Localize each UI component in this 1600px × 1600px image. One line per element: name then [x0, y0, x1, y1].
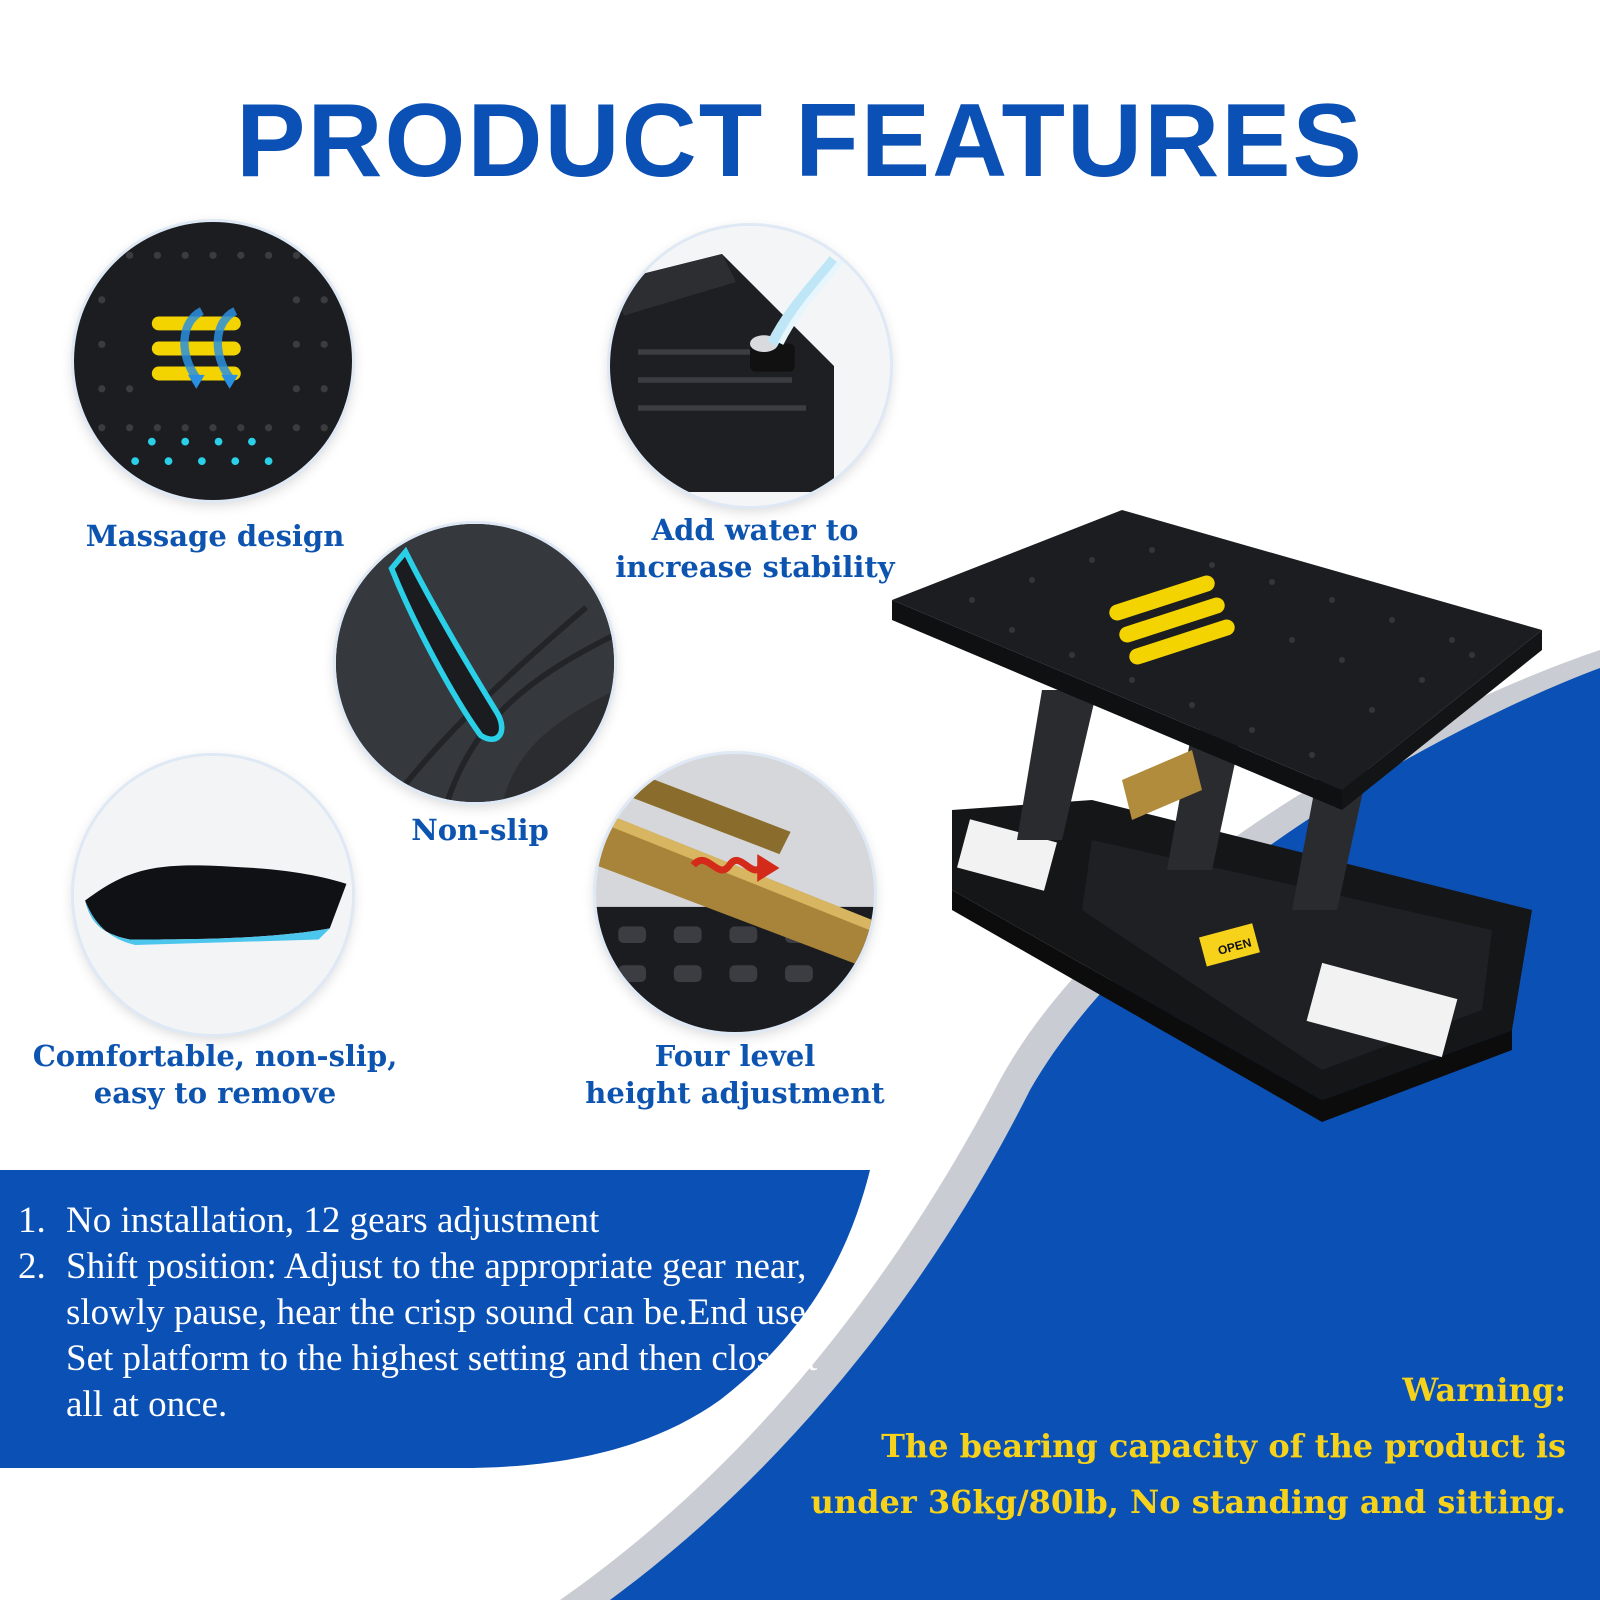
step-1: 1. No installation, 12 gears adjustment	[18, 1198, 858, 1244]
step-2: 2. Shift position: Adjust to the appropr…	[18, 1244, 858, 1428]
step-number: 2.	[18, 1246, 46, 1287]
warning-line-1: The bearing capacity of the product is	[881, 1427, 1566, 1465]
footrest-product-image: OPEN	[892, 510, 1572, 1140]
step-text: Shift position: Adjust to the appropriat…	[66, 1246, 818, 1425]
step-number: 1.	[18, 1200, 46, 1241]
feature-label-cushion: Comfortable, non-slip, easy to remove	[32, 1039, 398, 1110]
warning-heading: Warning:	[1402, 1371, 1566, 1409]
instruction-steps: 1. No installation, 12 gears adjustment …	[18, 1198, 858, 1428]
feature-label-water: Add water to increase stability	[615, 513, 895, 584]
water-fill-image	[610, 226, 890, 506]
warning-block: Warning: The bearing capacity of the pro…	[766, 1362, 1566, 1530]
feature-label-height: Four level height adjustment	[585, 1039, 885, 1110]
gear-lock-image	[596, 754, 874, 1032]
non-slip-edge-image	[336, 524, 614, 802]
massage-roller-image	[74, 222, 352, 500]
warning-line-2: under 36kg/80lb, No standing and sitting…	[810, 1483, 1566, 1521]
feature-label-non-slip: Non-slip	[411, 813, 549, 847]
cushion-image	[74, 756, 352, 1034]
step-text: No installation, 12 gears adjustment	[66, 1200, 600, 1241]
feature-label-massage: Massage design	[85, 519, 345, 553]
page-title: PRODUCT FEATURES	[236, 83, 1364, 199]
